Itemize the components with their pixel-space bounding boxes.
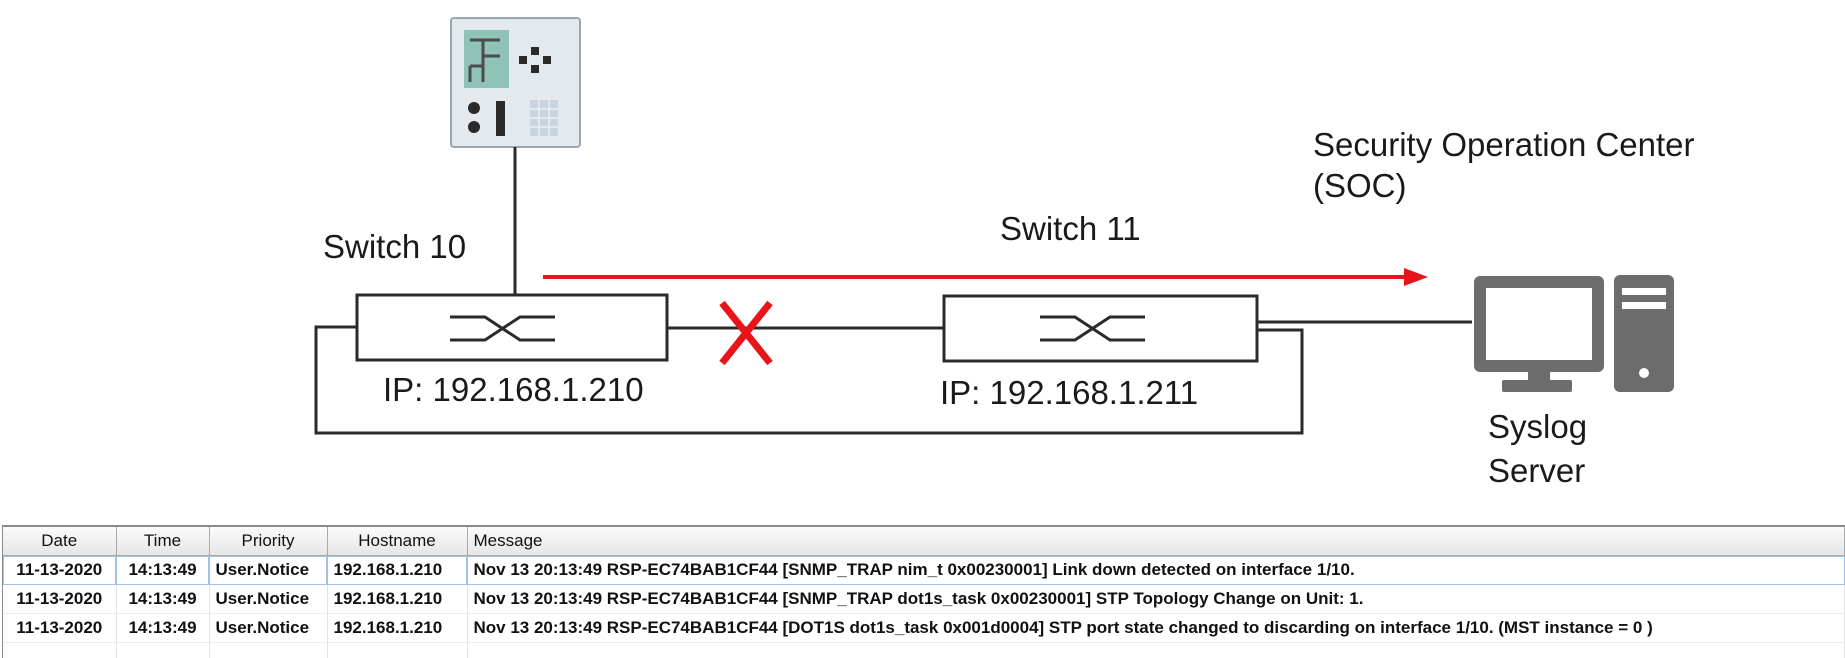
table-row[interactable]: 11-13-2020 14:13:49 User.Notice 192.168.…	[3, 556, 1845, 585]
table-header-row: Date Time Priority Hostname Message	[3, 527, 1845, 556]
cell-hostname: 192.168.1.210	[327, 556, 467, 585]
table-row[interactable]: 11-13-2020 14:13:49 User.Notice 192.168.…	[3, 585, 1845, 614]
management-station-icon	[451, 18, 580, 147]
switch-10	[357, 295, 667, 360]
column-header-time[interactable]: Time	[116, 527, 209, 556]
cell-priority: User.Notice	[209, 585, 327, 614]
soc-label-line1: Security Operation Center	[1313, 128, 1695, 163]
switch-11-ip: IP: 192.168.1.211	[940, 376, 1198, 411]
cell-time: 14:13:49	[116, 614, 209, 643]
computer-icon	[1474, 275, 1674, 392]
column-header-message[interactable]: Message	[467, 527, 1845, 556]
cell-priority: User.Notice	[209, 556, 327, 585]
cell-hostname: 192.168.1.210	[327, 614, 467, 643]
cell-time: 14:13:49	[116, 556, 209, 585]
syslog-server-label-line2: Server	[1488, 454, 1587, 489]
soc-label: Security Operation Center (SOC)	[1313, 128, 1695, 203]
column-header-date[interactable]: Date	[3, 527, 116, 556]
column-header-hostname[interactable]: Hostname	[327, 527, 467, 556]
cell-message: Nov 13 20:13:49 RSP-EC74BAB1CF44 [DOT1S …	[467, 614, 1845, 643]
cell-priority: User.Notice	[209, 614, 327, 643]
syslog-message-arrow	[543, 268, 1428, 286]
cell-date: 11-13-2020	[3, 556, 116, 585]
syslog-server-label-line1: Syslog	[1488, 410, 1587, 445]
cell-time: 14:13:49	[116, 585, 209, 614]
link-failure-x-icon	[722, 303, 770, 363]
cell-hostname: 192.168.1.210	[327, 585, 467, 614]
cell-date: 11-13-2020	[3, 614, 116, 643]
syslog-table[interactable]: Date Time Priority Hostname Message 11-1…	[2, 525, 1845, 658]
column-header-priority[interactable]: Priority	[209, 527, 327, 556]
switch-10-ip: IP: 192.168.1.210	[383, 373, 644, 408]
cell-message: Nov 13 20:13:49 RSP-EC74BAB1CF44 [SNMP_T…	[467, 585, 1845, 614]
table-row[interactable]: 11-13-2020 14:13:49 User.Notice 192.168.…	[3, 614, 1845, 643]
switch-11-name: Switch 11	[1000, 212, 1141, 247]
switch-11	[944, 296, 1257, 361]
cell-date: 11-13-2020	[3, 585, 116, 614]
syslog-grid: Date Time Priority Hostname Message 11-1…	[3, 527, 1845, 658]
syslog-server-label: Syslog Server	[1488, 410, 1587, 488]
soc-label-line2: (SOC)	[1313, 169, 1695, 204]
switch-10-name: Switch 10	[323, 230, 466, 265]
cell-message: Nov 13 20:13:49 RSP-EC74BAB1CF44 [SNMP_T…	[467, 556, 1845, 585]
